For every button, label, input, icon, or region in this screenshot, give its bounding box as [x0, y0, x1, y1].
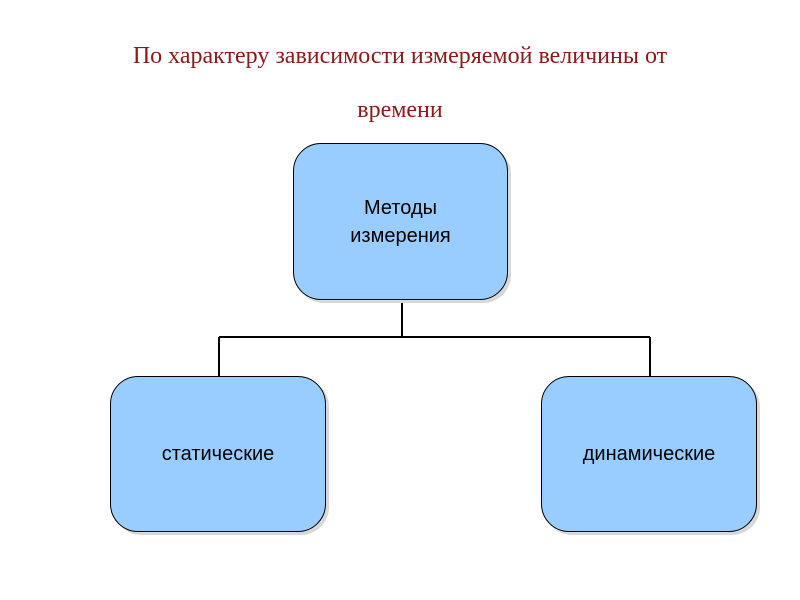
title-line-1: По характеру зависимости измеряемой вели…	[132, 43, 668, 69]
root-node-label: Методы измерения	[350, 196, 451, 247]
dynamic-methods-node: динамические	[541, 376, 757, 532]
static-methods-node: статические	[110, 376, 326, 532]
static-methods-label: статические	[161, 443, 275, 465]
root-node: Методы измерения	[293, 143, 508, 300]
dynamic-methods-label: динамические	[582, 443, 716, 465]
title-line-2: времени	[357, 97, 443, 123]
